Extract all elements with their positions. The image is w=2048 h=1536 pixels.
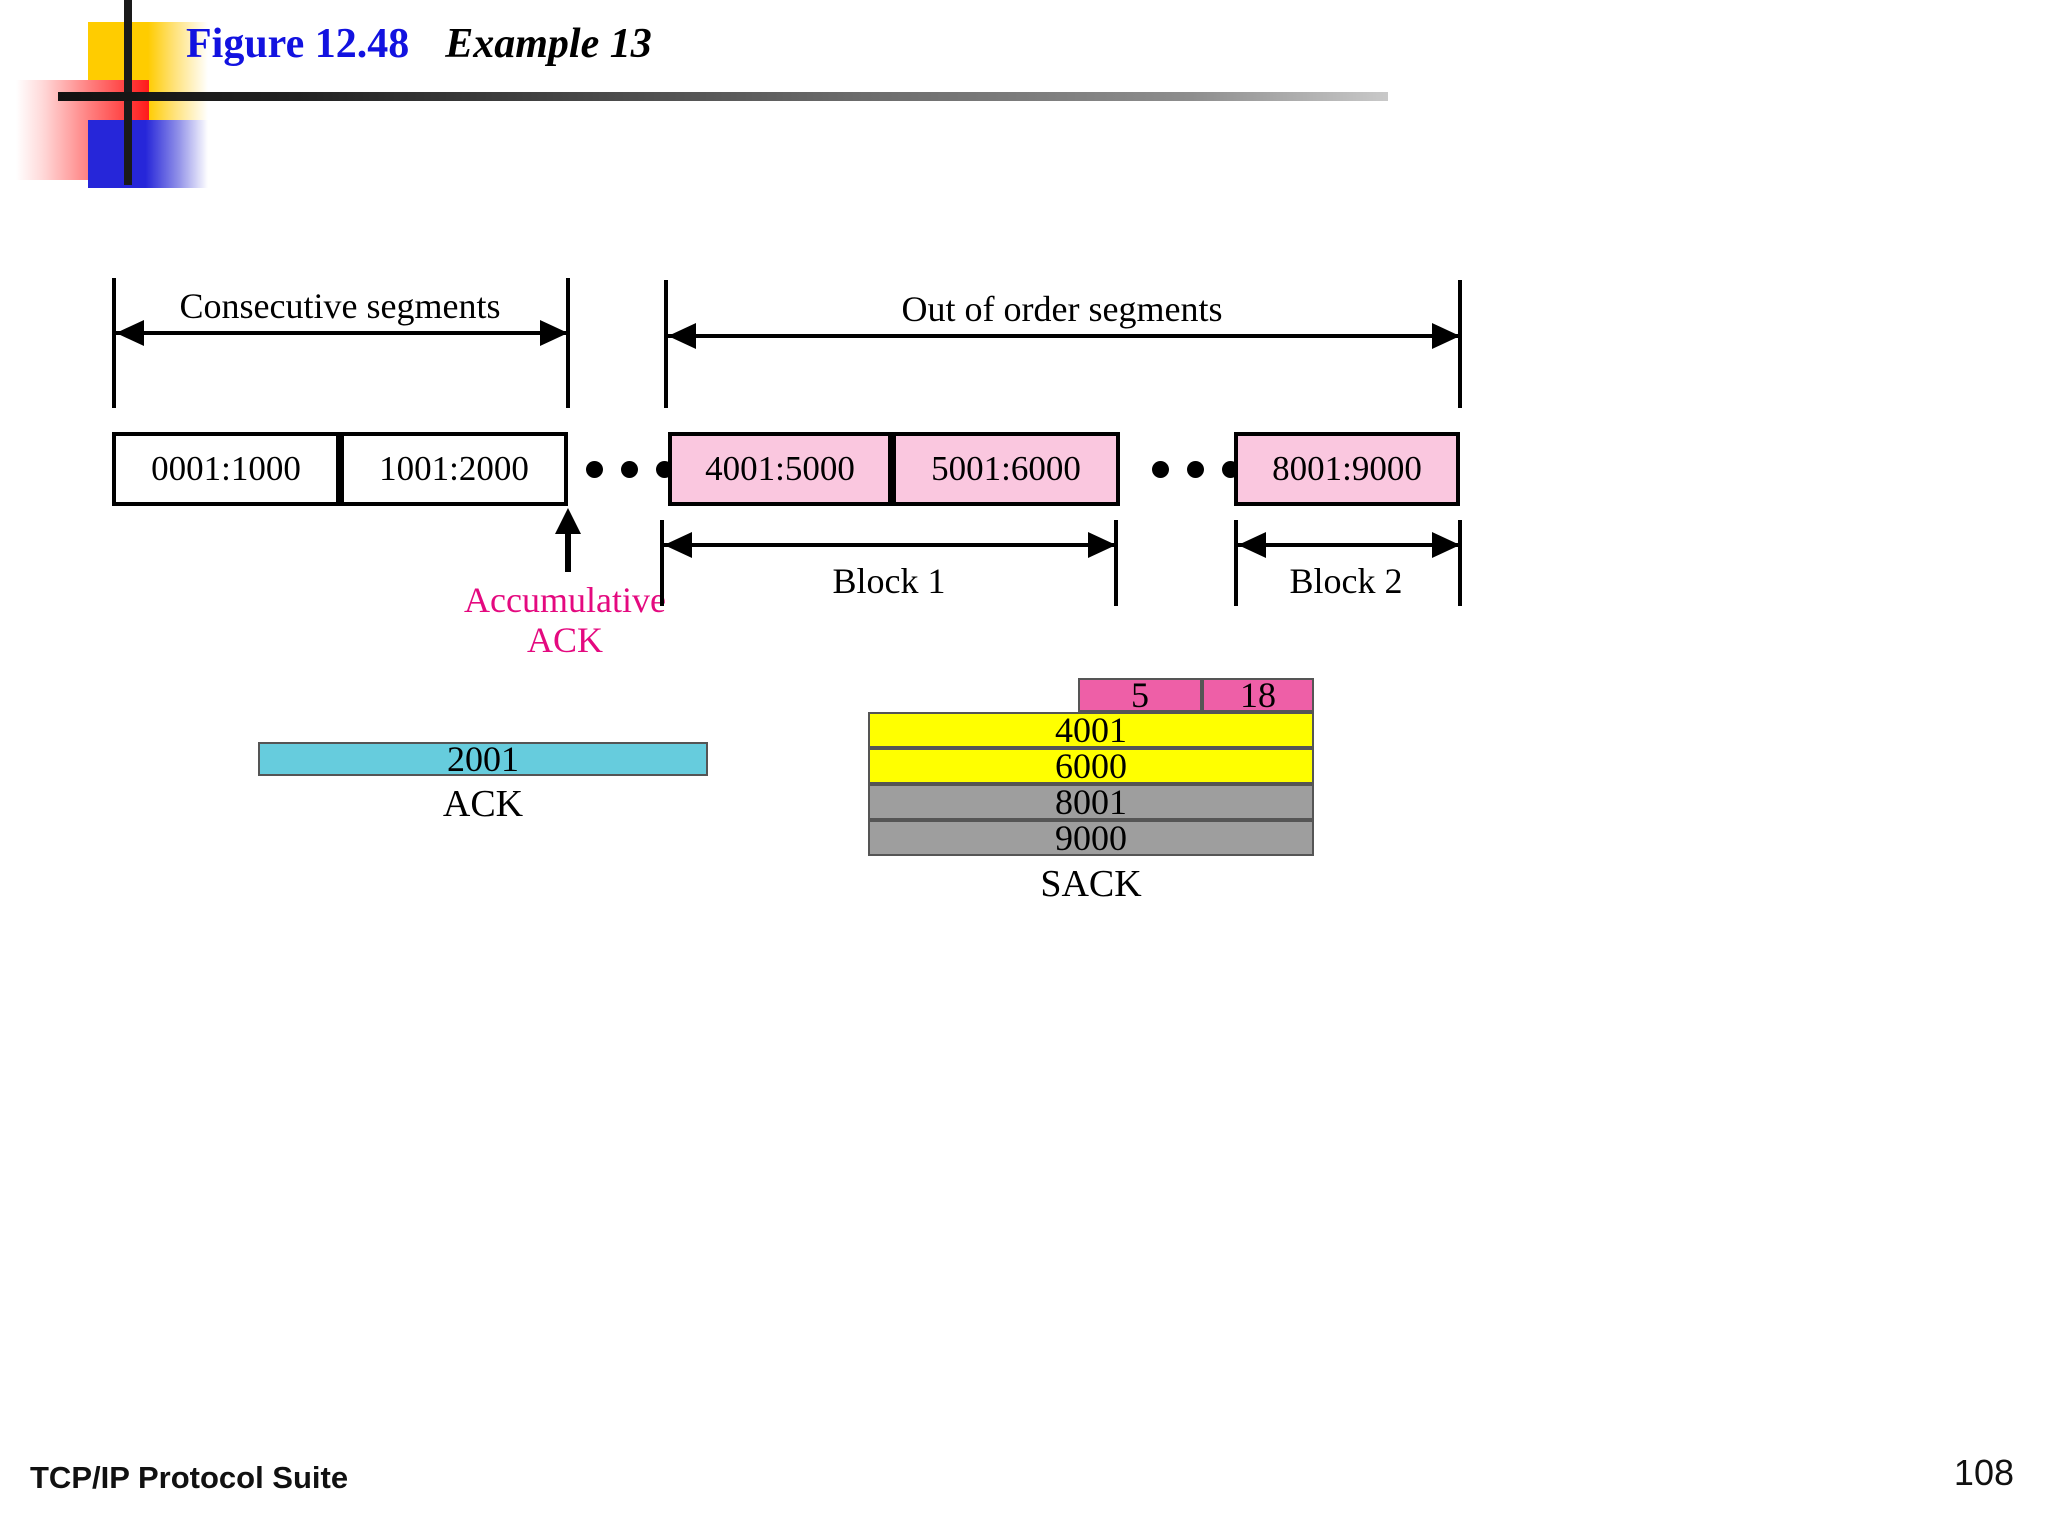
outoforder-arrow-head-left [668, 323, 696, 349]
segment-box-0001-1000: 0001:1000 [112, 432, 340, 506]
outoforder-segments-label: Out of order segments [901, 289, 1223, 329]
accumulative-ack-label: Accumulative ACK [430, 580, 700, 661]
accumulative-ack-arrow-shaft [565, 524, 571, 572]
outoforder-left-tick [664, 280, 668, 408]
block2-arrow-head-right [1432, 532, 1460, 558]
outoforder-arrow-line [668, 334, 1460, 338]
block2-right-tick [1458, 520, 1462, 606]
consecutive-segments-label: Consecutive segments [179, 286, 501, 326]
block1-arrow-head-left [664, 532, 692, 558]
decor-blue-square [88, 120, 208, 188]
block1-arrow-line [664, 543, 1116, 547]
consecutive-arrow-head-left [116, 320, 144, 346]
figure-number: Figure 12.48 [186, 21, 410, 67]
consecutive-arrow-line [116, 331, 568, 335]
sack-row-6000: 6000 [868, 746, 1314, 786]
accumulative-ack-arrow-head [555, 508, 581, 534]
decor-horizontal-rule [58, 92, 1388, 101]
block1-arrow-head-right [1088, 532, 1116, 558]
segment-box-1001-2000: 1001:2000 [340, 432, 568, 506]
ellipsis-dots-left [586, 461, 673, 478]
ellipsis-dots-right [1152, 461, 1239, 478]
block1-label: Block 1 [832, 561, 946, 601]
dot [1152, 461, 1169, 478]
block2-arrow-line [1238, 543, 1460, 547]
ack-packet-box: 2001 [258, 739, 708, 779]
block2-left-tick [1234, 520, 1238, 606]
segment-box-5001-6000: 5001:6000 [892, 432, 1120, 506]
dot [1187, 461, 1204, 478]
sack-header-cell-18: 18 [1202, 675, 1314, 715]
consecutive-left-tick [112, 278, 116, 408]
block2-label: Block 2 [1289, 561, 1403, 601]
sack-header-cell-5: 5 [1078, 675, 1202, 715]
outoforder-arrow-head-right [1432, 323, 1460, 349]
outoforder-right-tick [1458, 280, 1462, 408]
sack-row-9000: 9000 [868, 818, 1314, 858]
dot [586, 461, 603, 478]
segment-box-4001-5000: 4001:5000 [668, 432, 892, 506]
dot [621, 461, 638, 478]
accumulative-ack-line1: Accumulative [464, 580, 666, 620]
consecutive-right-tick [566, 278, 570, 408]
ack-caption: ACK [442, 783, 524, 825]
block1-right-tick [1114, 520, 1118, 606]
accumulative-ack-line2: ACK [526, 620, 603, 661]
consecutive-arrow-head-right [540, 320, 568, 346]
sack-row-8001: 8001 [868, 782, 1314, 822]
page-title: Figure 12.48 Example 13 [186, 20, 652, 68]
footer-title: TCP/IP Protocol Suite [30, 1460, 349, 1495]
block1-left-tick [660, 520, 664, 606]
segment-box-8001-9000: 8001:9000 [1234, 432, 1460, 506]
sack-row-4001: 4001 [868, 710, 1314, 750]
sack-caption: SACK [1040, 863, 1142, 905]
page-number: 108 [1953, 1452, 2014, 1493]
figure-subtitle: Example 13 [445, 21, 652, 67]
block2-arrow-head-left [1238, 532, 1266, 558]
